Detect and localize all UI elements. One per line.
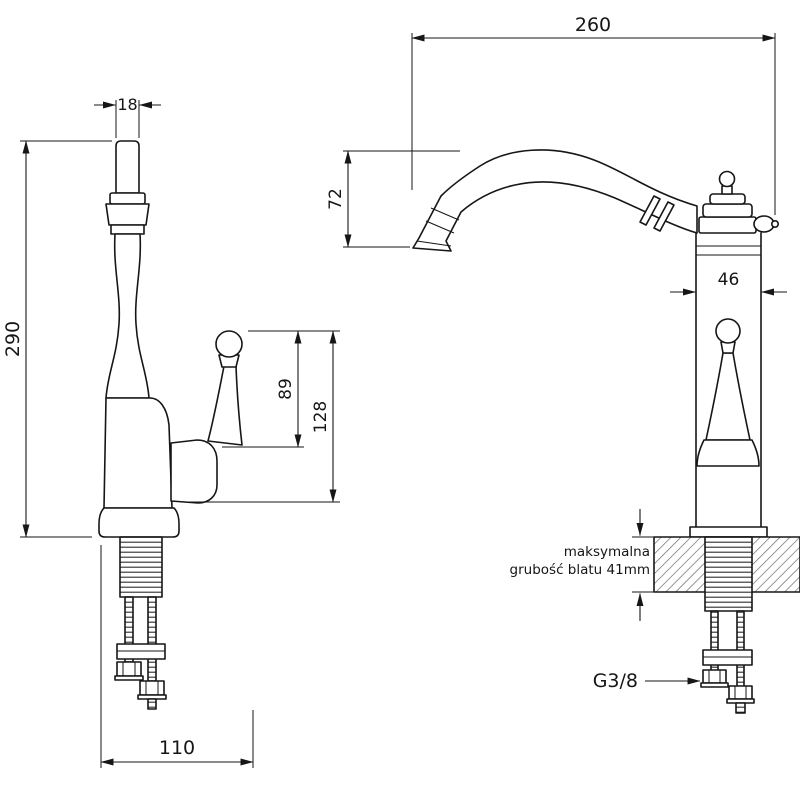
- side-handle-bell: [696, 439, 760, 467]
- side-column-bands: [696, 245, 761, 256]
- dim-total-height-label: 290: [2, 321, 24, 357]
- front-stud-end: [147, 698, 157, 710]
- side-column: [695, 232, 762, 538]
- side-cap-band: [698, 216, 757, 234]
- dim-spout-width-label: 18: [117, 95, 137, 114]
- dim-body-width-label: 46: [718, 270, 740, 290]
- front-nut-lower-faces: [145, 681, 159, 695]
- dim-spout-reach-extensions: [411, 33, 776, 215]
- dim-thread: G3/8: [593, 670, 701, 692]
- dim-handle-to-base: 128: [186, 330, 340, 503]
- dimensions: 18 290 89 128 110 260: [2, 14, 787, 768]
- dim-handle-to-outlet: 89: [222, 330, 340, 448]
- side-spout-collar-ring-1: [653, 201, 675, 232]
- side-mounting-stud-right: [736, 610, 745, 688]
- front-nut-upper-faces: [122, 662, 136, 676]
- front-nut-upper-washer: [114, 675, 144, 681]
- dim-total-height: 290: [2, 140, 112, 538]
- dim-body-width-label-bg: [714, 271, 743, 288]
- dim-body-width: 46: [670, 270, 787, 296]
- side-view: [412, 149, 800, 714]
- front-spout-collar: [109, 192, 146, 205]
- front-spout-nut: [105, 203, 150, 226]
- side-nut-lower-faces: [734, 686, 747, 699]
- front-spout-tube: [115, 140, 140, 194]
- dim-spout-reach-label: 260: [575, 14, 611, 36]
- front-handle-ball: [215, 330, 243, 358]
- front-nut-lower-body: [139, 680, 165, 696]
- dim-spout-reach: 260: [411, 14, 776, 215]
- dim-spout-drop-label: 72: [326, 188, 346, 210]
- side-spout: [412, 149, 698, 252]
- side-mounting-nut-upper: [700, 669, 729, 688]
- side-handle-ball: [715, 318, 741, 344]
- countertop-note: maksymalna grubość blatu 41mm: [510, 509, 654, 621]
- side-nut-upper-faces: [708, 670, 721, 683]
- front-body: [103, 397, 173, 509]
- side-finial-ball: [718, 170, 736, 188]
- front-shank-threaded: [119, 536, 163, 598]
- front-neck: [105, 233, 150, 399]
- side-base-flange: [689, 526, 768, 538]
- front-nut-upper-body: [116, 661, 142, 677]
- dim-handle-to-outlet-label: 89: [276, 378, 296, 400]
- front-handle-lever: [207, 365, 243, 446]
- dim-thread-label: G3/8: [593, 670, 638, 692]
- dim-spout-drop-extensions: [343, 150, 460, 248]
- dim-base-width-label: 110: [159, 737, 195, 759]
- front-base-flange: [98, 507, 180, 538]
- side-knob-tip: [770, 220, 779, 229]
- dim-total-height-extensions: [20, 140, 112, 538]
- side-handle-lever: [705, 352, 751, 441]
- side-nut-lower-body: [728, 685, 753, 700]
- dim-spout-width: 18: [94, 95, 161, 138]
- front-spout-ring: [110, 224, 145, 235]
- dim-base-width: 110: [100, 545, 254, 768]
- side-mounting-nut-lower: [726, 685, 755, 714]
- front-mounting-stud-right: [147, 596, 157, 682]
- side-spout-collar-ring-2: [639, 195, 661, 226]
- side-shank-threaded: [704, 536, 753, 612]
- dim-base-width-extensions: [100, 545, 254, 768]
- dim-spout-drop: 72: [326, 150, 460, 248]
- dim-handle-to-outlet-extensions: [222, 330, 340, 448]
- side-nut-upper-body: [702, 669, 727, 684]
- side-spout-outlet-rings: [416, 207, 460, 247]
- countertop-edge-extensions: [632, 536, 654, 593]
- front-mounting-nut-upper: [114, 661, 144, 681]
- side-cap-disc-upper: [709, 193, 746, 205]
- front-mounting-nut-lower: [137, 680, 167, 710]
- dim-handle-to-base-label: 128: [311, 401, 331, 433]
- front-view: [98, 140, 243, 710]
- countertop-note-line1: maksymalna: [564, 544, 650, 560]
- side-nut-upper-washer: [700, 682, 729, 688]
- side-cap-disc-lower: [702, 203, 753, 218]
- countertop-note-line2: grubość blatu 41mm: [510, 562, 650, 578]
- dim-spout-width-extensions: [115, 100, 140, 138]
- front-handle-mount: [170, 439, 218, 504]
- side-stud-end: [735, 702, 746, 714]
